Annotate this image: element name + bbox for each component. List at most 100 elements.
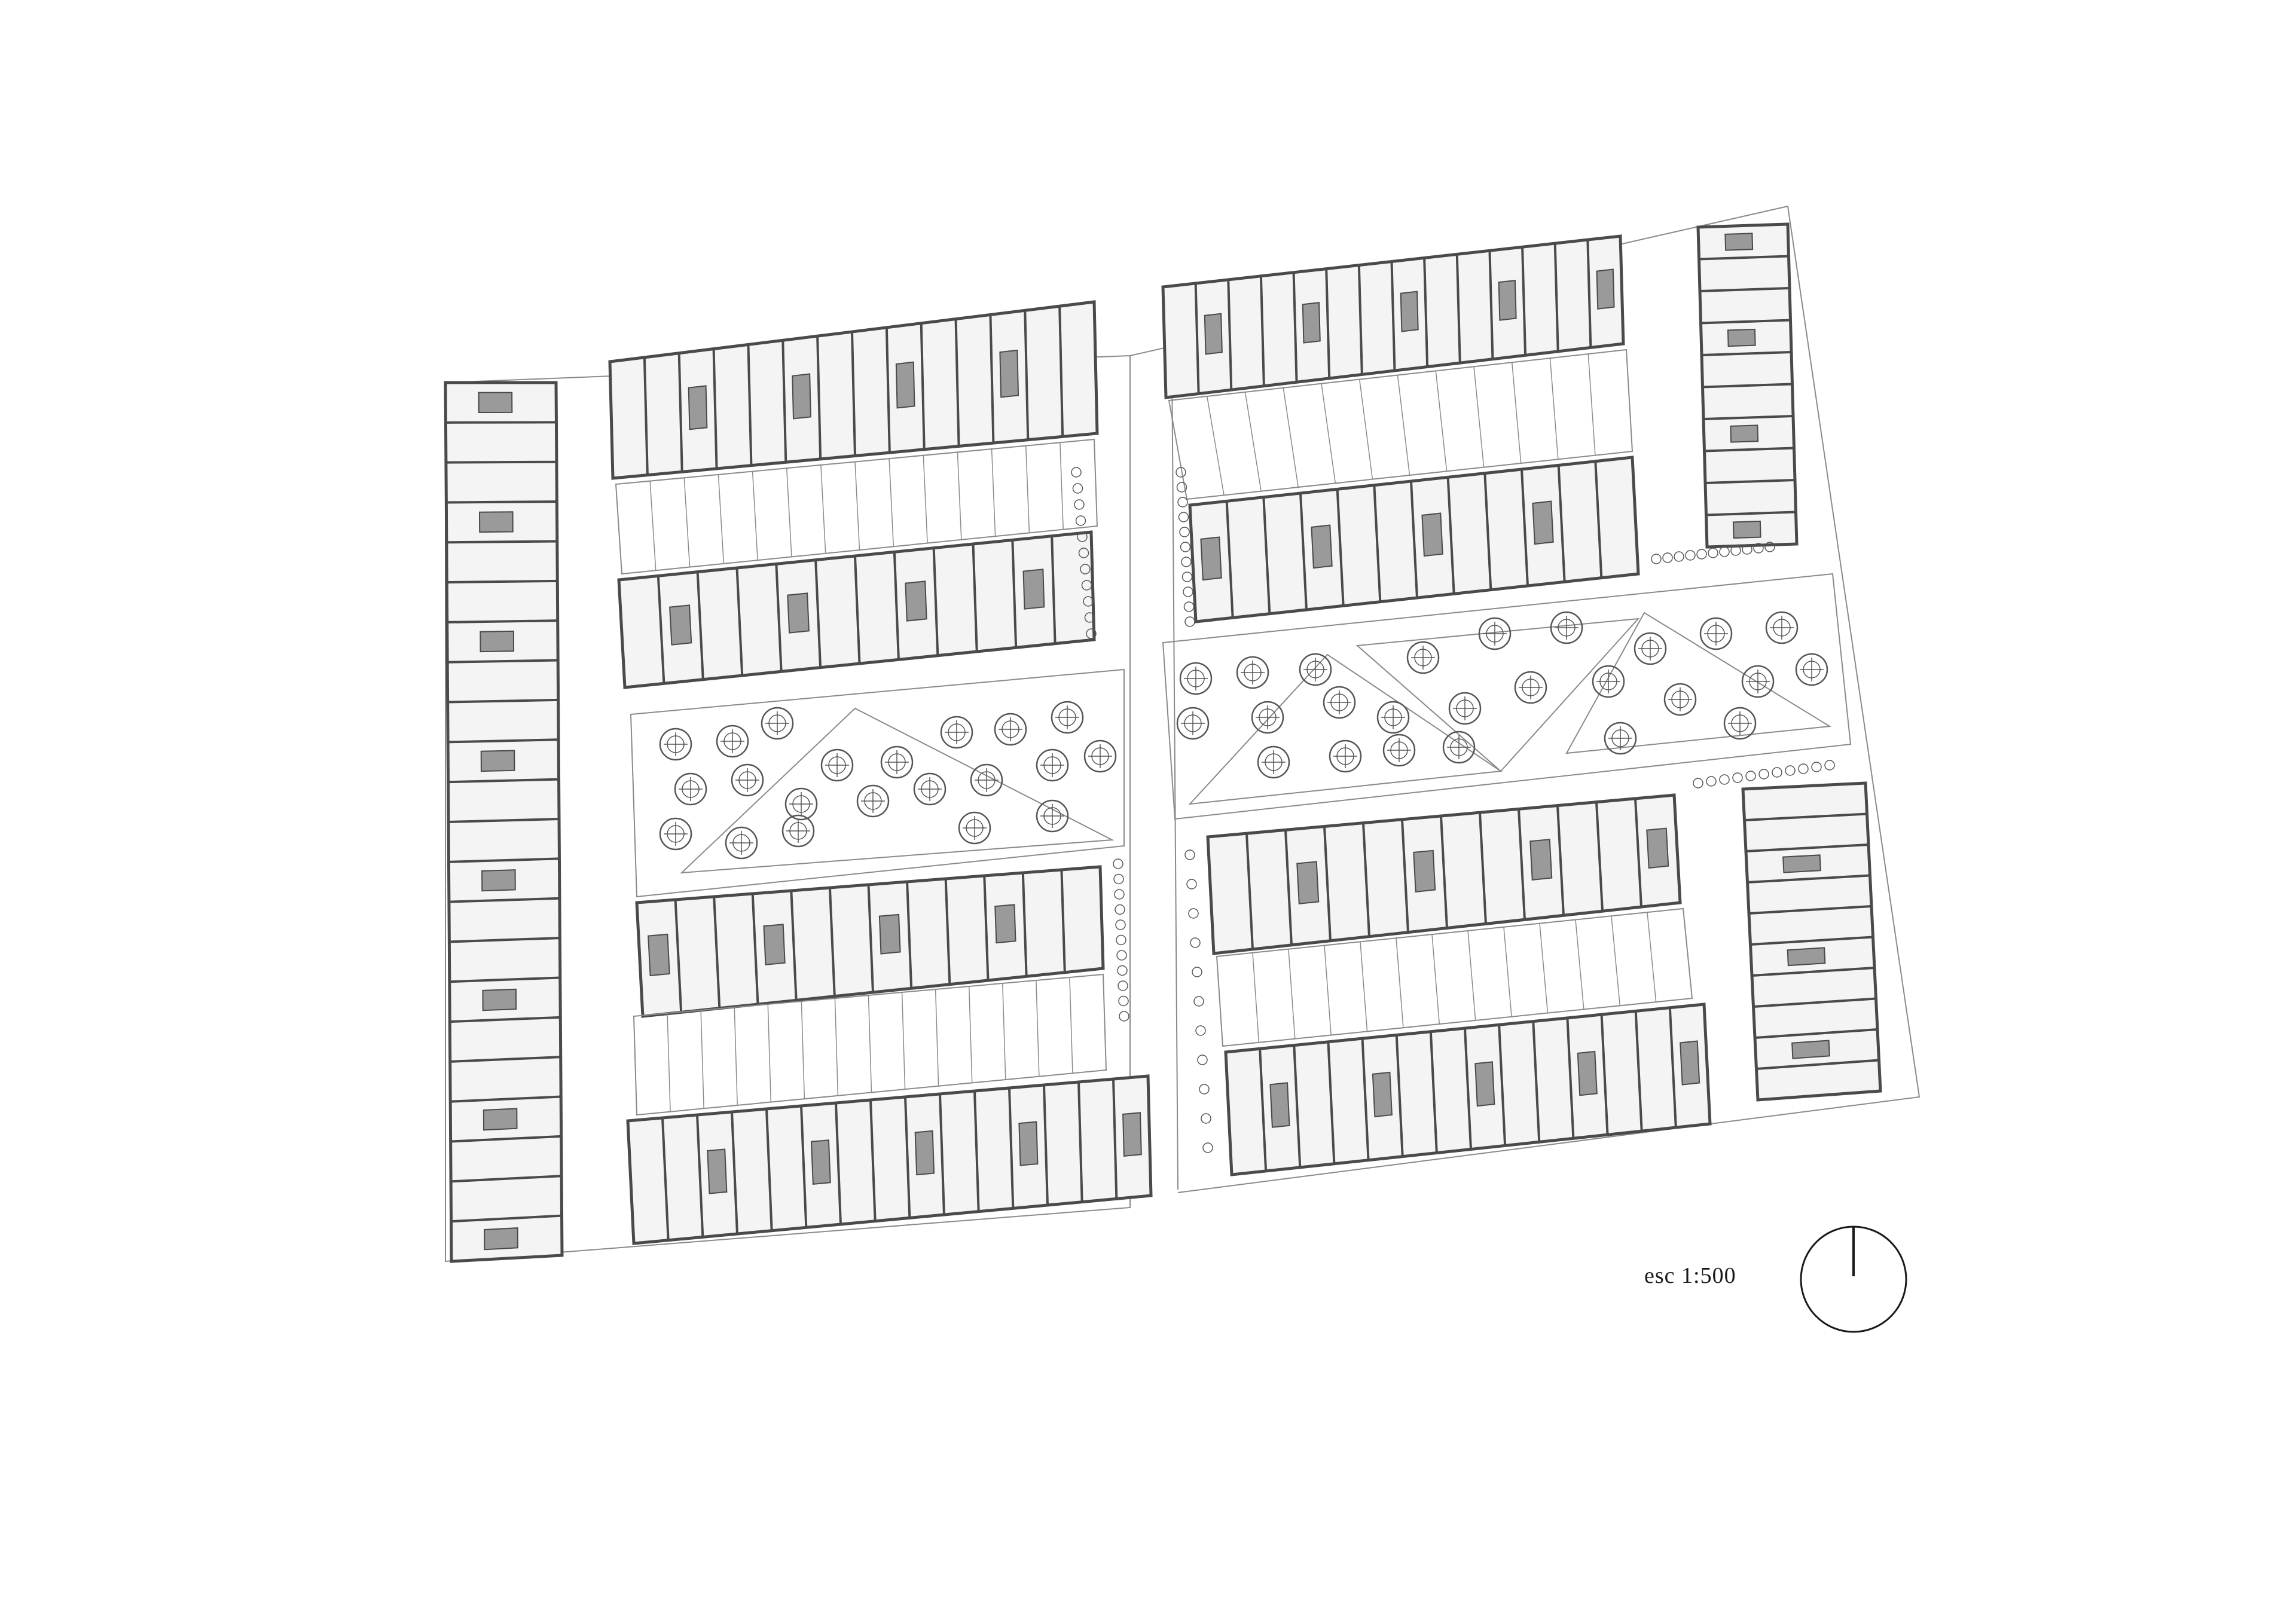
tree-canopy — [1663, 683, 1697, 716]
tree-icon — [1236, 656, 1269, 689]
yard-divider — [1575, 919, 1584, 1010]
tree-canopy — [970, 763, 1003, 797]
yard-divider — [1324, 945, 1332, 1035]
unit-wall — [1521, 247, 1527, 356]
unit-wall — [696, 571, 704, 680]
hedge-shrub — [1824, 760, 1835, 771]
unit-wall — [854, 555, 861, 664]
room-hatch — [1018, 1121, 1039, 1166]
hedge-shrub — [1696, 549, 1707, 560]
room-hatch — [1646, 827, 1669, 869]
hedge-shrub — [1179, 527, 1190, 537]
yard-divider — [968, 986, 973, 1083]
yard-divider — [700, 1010, 704, 1109]
tree-canopy — [1604, 722, 1637, 755]
unit-wall — [1566, 1017, 1575, 1139]
unit-wall — [448, 818, 560, 823]
yard-divider — [1207, 396, 1225, 496]
yard-divider — [1435, 371, 1448, 472]
unit-wall — [1299, 493, 1308, 610]
unit-wall — [1051, 536, 1057, 644]
hedge-shrub — [1074, 499, 1085, 510]
tree-icon — [1765, 611, 1799, 644]
tree-canopy — [1550, 611, 1583, 644]
hedge-shrub — [1199, 1084, 1210, 1095]
yard-divider — [667, 1013, 671, 1112]
tree-canopy — [1051, 701, 1084, 734]
tree-canopy — [784, 787, 818, 821]
unit-wall — [867, 884, 874, 993]
hedge-shrub — [1083, 596, 1094, 607]
hedge-shrub — [1176, 482, 1187, 493]
front-yards — [1216, 907, 1693, 1047]
unit-wall — [885, 327, 891, 453]
park-path — [680, 707, 1115, 874]
tree-icon — [880, 745, 914, 779]
hedge-shrub — [1113, 873, 1124, 885]
unit-wall — [674, 899, 683, 1013]
hedge-shrub — [1186, 879, 1197, 890]
tree-icon — [940, 716, 973, 749]
unit-wall — [735, 567, 744, 676]
hedge-shrub — [1118, 995, 1129, 1007]
hedge-shrub — [1706, 776, 1717, 787]
housing-block — [1741, 781, 1882, 1102]
yard-divider — [734, 1007, 738, 1105]
tree-canopy — [1634, 632, 1667, 665]
hedge-shrub — [1181, 571, 1193, 582]
unit-wall — [448, 897, 560, 903]
north-arrow-icon — [1800, 1225, 1907, 1333]
yard-divider — [868, 995, 872, 1093]
unit-wall — [939, 1093, 945, 1215]
scale-label: esc 1:500 — [1644, 1263, 1736, 1288]
front-yards — [615, 438, 1098, 575]
hedge-shrub — [1077, 531, 1088, 542]
room-hatch — [1400, 291, 1419, 332]
unit-wall — [989, 314, 995, 444]
unit-wall — [448, 778, 559, 784]
yard-divider — [786, 468, 792, 557]
room-hatch — [480, 750, 515, 772]
park-path — [1188, 653, 1503, 805]
unit-wall — [450, 1135, 561, 1143]
housing-block — [1188, 456, 1640, 623]
tree-canopy — [1236, 656, 1269, 689]
unit-wall — [1699, 255, 1789, 261]
unit-wall — [1008, 1087, 1015, 1209]
unit-wall — [1479, 812, 1487, 924]
yard-divider — [1359, 379, 1373, 479]
unit-wall — [1259, 276, 1265, 386]
tree-canopy — [1442, 730, 1476, 764]
unit-wall — [446, 540, 557, 544]
unit-wall — [1058, 306, 1064, 437]
tree-canopy — [1083, 739, 1117, 773]
yard-divider — [1321, 383, 1336, 484]
unit-wall — [1668, 1007, 1677, 1128]
tree-canopy — [1514, 671, 1547, 704]
unit-wall — [445, 460, 557, 464]
yard-outline — [633, 973, 1107, 1116]
room-hatch — [895, 361, 915, 409]
unit-wall — [1745, 843, 1869, 852]
unit-wall — [1532, 1021, 1541, 1142]
unit-wall — [1292, 272, 1298, 383]
tree-canopy — [913, 772, 947, 806]
hedge-shrub — [1730, 545, 1741, 556]
unit-wall — [1700, 319, 1791, 325]
unit-wall — [713, 896, 721, 1008]
unit-wall — [449, 976, 560, 983]
tree-icon — [1329, 739, 1362, 773]
tree-canopy — [1251, 701, 1284, 734]
unit-wall — [450, 1095, 561, 1103]
tree-icon — [1604, 722, 1637, 755]
tree-canopy — [1448, 692, 1482, 725]
room-hatch — [994, 904, 1016, 944]
unit-wall — [1488, 250, 1494, 359]
tree-canopy — [1406, 641, 1440, 674]
unit-wall — [1395, 1035, 1404, 1157]
room-hatch — [1413, 849, 1436, 893]
hedge-shrub — [1183, 586, 1193, 597]
unit-wall — [1753, 997, 1876, 1008]
yard-divider — [1539, 923, 1549, 1013]
hedge-shrub — [1114, 889, 1125, 900]
